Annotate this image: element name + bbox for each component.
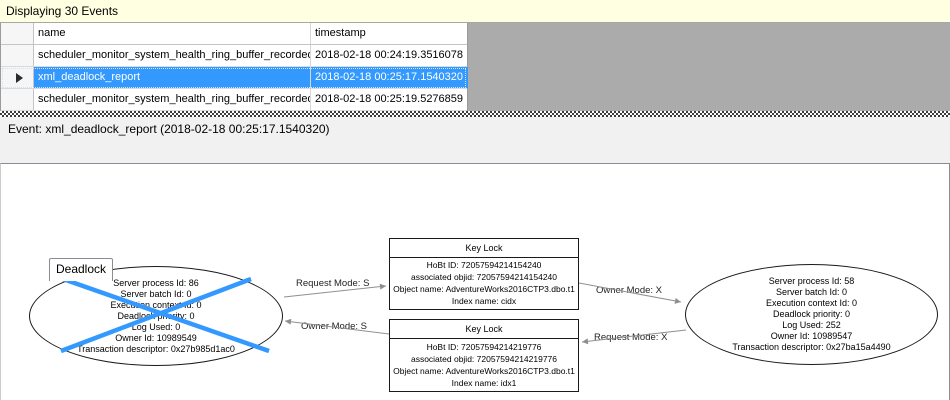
process-attr: Owner Id: 10989549 — [115, 332, 197, 343]
row-gutter — [1, 45, 34, 66]
resource-attr: associated objid: 72057594214219776 — [410, 353, 558, 364]
edge-label-owner-x: Owner Mode: X — [596, 285, 662, 296]
resource-attr: Index name: idx1 — [451, 377, 517, 388]
event-name-cell: xml_deadlock_report — [34, 67, 311, 88]
current-row-marker-icon — [15, 72, 23, 83]
events-count-bar: Displaying 30 Events — [0, 0, 950, 23]
event-timestamp-cell: 2018-02-18 00:25:19.5276859 — [315, 93, 464, 105]
event-timestamp-cell: 2018-02-18 00:24:19.3516078 — [315, 49, 464, 61]
process-attr: Deadlock priority: 0 — [772, 309, 851, 319]
resource-node-keylock-2[interactable]: Key Lock HoBt ID: 72057594214219776 asso… — [389, 319, 579, 392]
process-attr: Execution context Id: 0 — [110, 299, 202, 310]
table-row-selected[interactable]: xml_deadlock_report 2018-02-18 00:25:17.… — [1, 67, 468, 89]
process-attr: Server batch Id: 0 — [775, 287, 848, 297]
process-attr: Server process Id: 58 — [768, 276, 855, 286]
event-name-cell: scheduler_monitor_system_health_ring_buf… — [34, 45, 311, 66]
process-node-victim[interactable]: Server process Id: 86 Server batch Id: 0… — [29, 266, 283, 366]
column-header-timestamp[interactable]: timestamp — [315, 27, 366, 39]
event-detail-panel: Event: xml_deadlock_report (2018-02-18 0… — [0, 117, 950, 281]
selected-event-title: Event: xml_deadlock_report (2018-02-18 0… — [8, 122, 330, 136]
process-attr: Deadlock priority: 0 — [117, 310, 195, 321]
table-row[interactable]: scheduler_monitor_system_health_ring_buf… — [1, 45, 467, 67]
events-table: name timestamp scheduler_monitor_system_… — [0, 23, 468, 111]
resource-title: Key Lock — [390, 239, 578, 258]
process-attr: Server process Id: 86 — [113, 277, 199, 288]
resource-title: Key Lock — [390, 320, 578, 339]
events-count-text: Displaying 30 Events — [6, 4, 119, 18]
table-row[interactable]: scheduler_monitor_system_health_ring_buf… — [1, 89, 467, 111]
table-header-row: name timestamp — [1, 23, 467, 45]
process-attr: Execution context Id: 0 — [765, 298, 858, 308]
resource-attr: Object name: AdventureWorks2016CTP3.dbo.… — [393, 284, 575, 294]
resource-node-keylock-1[interactable]: Key Lock HoBt ID: 72057594214154240 asso… — [389, 238, 579, 310]
process-attr: Server batch Id: 0 — [120, 288, 192, 299]
edge-label-request-x: Request Mode: X — [594, 332, 668, 343]
tab-deadlock[interactable]: Deadlock — [49, 258, 113, 281]
edge-label-request-s: Request Mode: S — [296, 278, 370, 289]
resource-attr: HoBt ID: 72057594214154240 — [426, 260, 542, 270]
resource-attr: Index name: cidx — [451, 296, 517, 306]
process-attr: Log Used: 0 — [131, 321, 181, 332]
row-gutter — [1, 89, 34, 110]
event-name-cell: scheduler_monitor_system_health_ring_buf… — [34, 89, 311, 110]
resource-attr: Object name: AdventureWorks2016CTP3.dbo.… — [393, 365, 575, 376]
process-attr: Transaction descriptor: 0x27b985d1ac0 — [77, 343, 235, 354]
row-gutter — [1, 67, 34, 88]
table-empty-area — [468, 23, 950, 111]
edge-label-owner-s: Owner Mode: S — [301, 321, 367, 332]
event-timestamp-cell: 2018-02-18 00:25:17.1540320 — [311, 67, 468, 88]
process-attr: Log Used: 252 — [782, 320, 841, 330]
row-header-gutter — [1, 23, 34, 44]
pane-splitter[interactable] — [0, 111, 950, 117]
deadlock-graph-panel: Server process Id: 86 Server batch Id: 0… — [0, 163, 950, 400]
column-header-name[interactable]: name — [34, 23, 311, 44]
process-attr: Owner Id: 10989547 — [770, 331, 853, 341]
resource-attr: associated objid: 72057594214154240 — [410, 272, 558, 282]
resource-attr: HoBt ID: 72057594214219776 — [426, 341, 542, 352]
process-node-winner[interactable]: Server process Id: 58 Server batch Id: 0… — [685, 264, 938, 365]
process-attr: Transaction descriptor: 0x27ba15a4490 — [732, 342, 891, 352]
